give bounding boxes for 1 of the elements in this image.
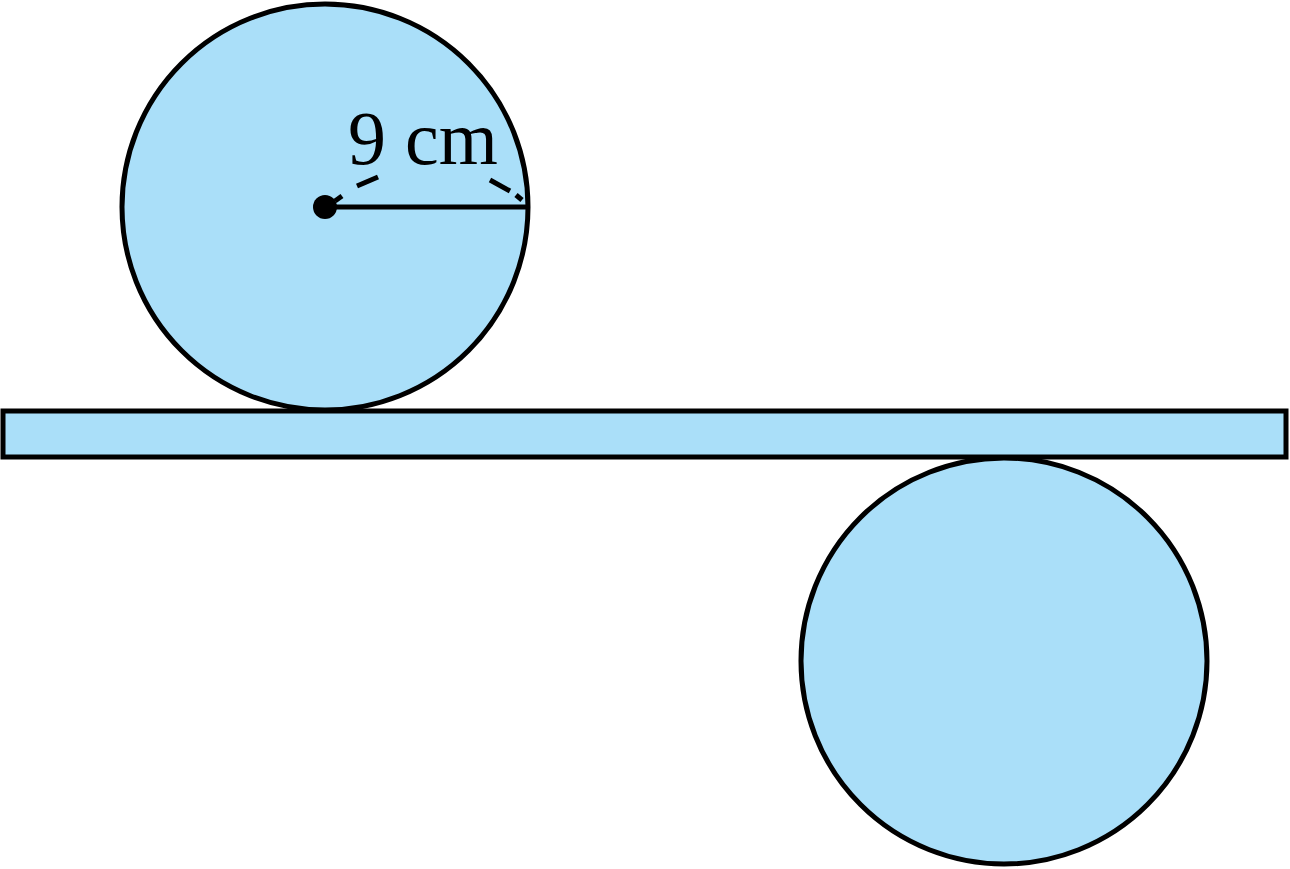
dimension-label: 9 cm: [348, 100, 498, 176]
